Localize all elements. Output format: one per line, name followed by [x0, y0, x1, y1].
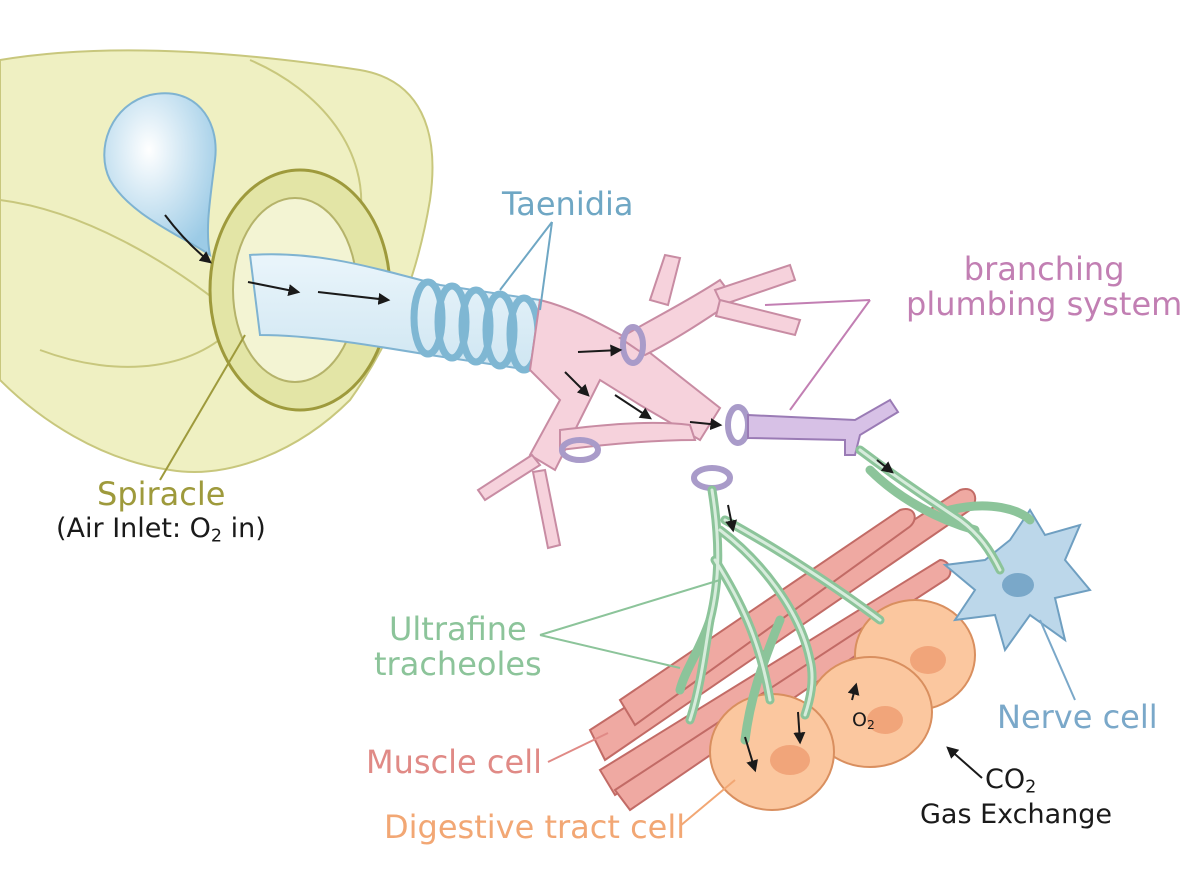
gas-exchange-label: Gas Exchange	[920, 799, 1113, 830]
muscle-cell-label: Muscle cell	[366, 743, 542, 781]
nerve-cell	[942, 508, 1092, 653]
arrow-2	[317, 291, 391, 305]
branching-leader-2	[789, 299, 871, 411]
arrow-1	[247, 281, 301, 297]
arrow-7	[876, 459, 894, 474]
arrow-o2	[847, 682, 860, 701]
arrow-5	[614, 394, 653, 420]
co2-label: CO2	[985, 764, 1037, 798]
purple-branch	[747, 398, 900, 456]
ultrafine-leader-1	[539, 579, 721, 636]
arrow-6	[689, 418, 723, 431]
digestive-leader	[679, 779, 736, 827]
digestive-tract-cell-label: Digestive tract cell	[384, 808, 686, 846]
leader-lines	[159, 221, 1076, 827]
taenidia-leader-1	[499, 221, 553, 291]
arrow-droplet	[164, 214, 212, 264]
nerve-cell-label: Nerve cell	[997, 698, 1158, 736]
arrow-9	[744, 736, 758, 773]
arrow-4	[564, 371, 590, 397]
taenidia-leader-2	[539, 221, 553, 311]
o2-label: O2	[852, 709, 875, 733]
spiracle-sublabel: (Air Inlet: O2 in)	[56, 513, 266, 547]
arrow-co2	[946, 746, 983, 779]
muscle-leader	[547, 732, 609, 763]
nerve-leader	[1039, 619, 1076, 701]
airflow-arrows	[164, 214, 983, 779]
digestive-nuclei	[770, 646, 946, 775]
taenidia-label: Taenidia	[502, 185, 634, 223]
taenidia-rings	[410, 278, 542, 374]
arrow-3	[577, 344, 623, 357]
arrow-10	[793, 711, 806, 745]
spiracle-leader	[159, 334, 246, 481]
ultrafine-leader-2	[539, 634, 681, 669]
spiracle-label: Spiracle	[97, 475, 226, 513]
digestive-cells	[709, 599, 976, 811]
branching-leader-1	[764, 299, 871, 306]
arrow-8	[725, 504, 738, 533]
